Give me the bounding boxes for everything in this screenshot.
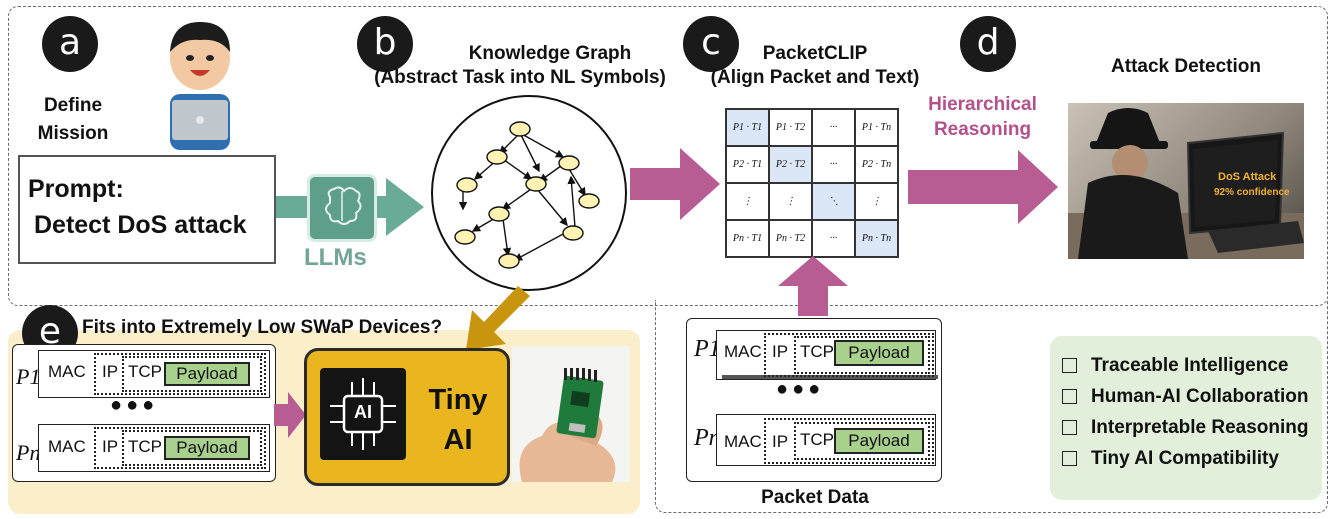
kg-title: Knowledge Graph xyxy=(468,43,632,64)
feature-label: Traceable Intelligence xyxy=(1091,354,1289,376)
prompt-text: Detect DoS attack xyxy=(34,211,247,239)
feature-label: Interpretable Reasoning xyxy=(1091,416,1309,438)
prompt-box: Prompt: Detect DoS attack xyxy=(18,155,276,264)
feature-item: Interpretable Reasoning xyxy=(1062,412,1309,443)
main-workflow-region xyxy=(8,6,1328,306)
matrix-cell: P2 · T1 xyxy=(726,146,769,183)
matrix-cell: ⋮ xyxy=(769,183,812,220)
attack-detection-photo: DoS Attack 92% confidence xyxy=(1068,103,1304,259)
person-with-laptop-icon xyxy=(170,22,230,150)
packet-p1-shadow xyxy=(722,375,938,379)
hierarchical-reasoning-label: Hierarchical Reasoning xyxy=(928,94,1037,140)
matrix-cell: P1 · T2 xyxy=(769,109,812,146)
packet-pn-tcp-box xyxy=(794,422,930,460)
packet-to-matrix-arrow xyxy=(778,256,848,316)
packet-p1-tcp: TCP xyxy=(800,342,834,361)
matrix-cell: Pn · Tn xyxy=(855,220,898,257)
tiny-pn-label: Pn xyxy=(16,440,41,465)
ai-chip-text: AI xyxy=(354,402,372,422)
badge-a: a xyxy=(42,16,98,72)
tiny-p1-label: P1 xyxy=(16,364,41,389)
matrix-cell: ⋮ xyxy=(855,183,898,220)
checkbox-icon xyxy=(1062,389,1077,404)
tiny-question: Fits into Extremely Low SWaP Devices? xyxy=(82,317,443,338)
matrix-cell: ⋱ xyxy=(812,183,855,220)
packet-pn-ip-box xyxy=(764,418,934,464)
tiny-p1-ip: IP xyxy=(102,362,119,381)
tiny-ai-label: Tiny AI xyxy=(428,384,488,456)
packet-region-border xyxy=(655,300,1328,513)
packet-p1-mac: MAC xyxy=(724,342,762,361)
prompt-label: Prompt: xyxy=(28,175,124,203)
matrix-cell: P1 · T1 xyxy=(726,109,769,146)
packet-to-tinyai-arrow xyxy=(274,392,306,438)
feature-label: Tiny AI Compatibility xyxy=(1091,447,1279,469)
packet-p1-ip: IP xyxy=(772,342,789,361)
define-mission-label: Define Mission xyxy=(37,95,109,144)
packet-ellipsis: ●●● xyxy=(776,378,825,400)
reasoning-arrow xyxy=(908,150,1058,224)
matrix-cell: P2 · Tn xyxy=(855,146,898,183)
kg-subtitle: (Abstract Task into NL Symbols) xyxy=(374,67,666,88)
dos-attack-overlay-title: DoS Attack xyxy=(1218,171,1277,183)
tiny-pn-tcp: TCP xyxy=(128,437,162,456)
badge-b: b xyxy=(357,16,413,72)
matrix-cell: Pn · T1 xyxy=(726,220,769,257)
tiny-packet-ellipsis: ●●● xyxy=(110,394,159,416)
packet-p1-ip-box xyxy=(764,333,934,377)
matrix-cell: ··· xyxy=(812,146,855,183)
knowledge-graph xyxy=(431,95,627,291)
badge-d: d xyxy=(960,16,1016,72)
tiny-pn-ip: IP xyxy=(102,437,119,456)
matrix-cell: P2 · T2 xyxy=(769,146,812,183)
packetclip-subtitle: (Align Packet and Text) xyxy=(710,67,920,88)
tiny-p1-ip-box xyxy=(94,353,266,395)
matrix-cell: ⋮ xyxy=(726,183,769,220)
feature-item: Human-AI Collaboration xyxy=(1062,381,1309,412)
tiny-pn-payload: Payload xyxy=(164,436,250,460)
packet-pn-tcp: TCP xyxy=(800,430,834,449)
dos-attack-overlay-confidence: 92% confidence xyxy=(1214,187,1290,198)
packet-pn-ip: IP xyxy=(772,432,789,451)
kg-to-tinyai-arrow xyxy=(466,286,530,350)
packet-p1-tcp-box xyxy=(794,336,930,374)
packet-pn-payload: Payload xyxy=(834,428,924,454)
feature-item: Traceable Intelligence xyxy=(1062,350,1309,381)
features-panel: Traceable Intelligence Human-AI Collabor… xyxy=(1050,336,1322,500)
matrix-cell: ··· xyxy=(812,220,855,257)
tiny-p1-payload: Payload xyxy=(164,362,250,386)
llms-label: LLMs xyxy=(304,244,367,271)
packet-data-label: Packet Data xyxy=(761,487,869,508)
packetclip-title: PacketCLIP xyxy=(762,43,868,64)
tiny-p1-mac: MAC xyxy=(48,362,86,381)
attack-detection-title: Attack Detection xyxy=(1111,56,1261,77)
packet-p1-payload: Payload xyxy=(834,340,924,366)
matrix-cell: Pn · T2 xyxy=(769,220,812,257)
packet-pn-mac: MAC xyxy=(724,432,762,451)
tiny-p1-tcp: TCP xyxy=(128,362,162,381)
feature-item: Tiny AI Compatibility xyxy=(1062,443,1309,474)
badge-c: c xyxy=(683,16,739,72)
checkbox-icon xyxy=(1062,451,1077,466)
tiny-pn-mac: MAC xyxy=(48,437,86,456)
matrix-cell: ··· xyxy=(812,109,855,146)
tiny-pn-ip-box xyxy=(94,427,266,469)
matrix-cell: P1 · Tn xyxy=(855,109,898,146)
features-list: Traceable Intelligence Human-AI Collabor… xyxy=(1062,350,1309,474)
tiny-pn-tcp-box xyxy=(122,430,262,466)
checkbox-icon xyxy=(1062,358,1077,373)
tiny-p1-tcp-box xyxy=(122,356,262,392)
brain-chip-icon xyxy=(307,174,377,242)
feature-label: Human-AI Collaboration xyxy=(1091,385,1309,407)
checkbox-icon xyxy=(1062,420,1077,435)
tiny-device-photo xyxy=(512,346,630,482)
kg-to-packetclip-arrow xyxy=(630,148,720,220)
ai-chip-icon: AI xyxy=(320,368,406,460)
